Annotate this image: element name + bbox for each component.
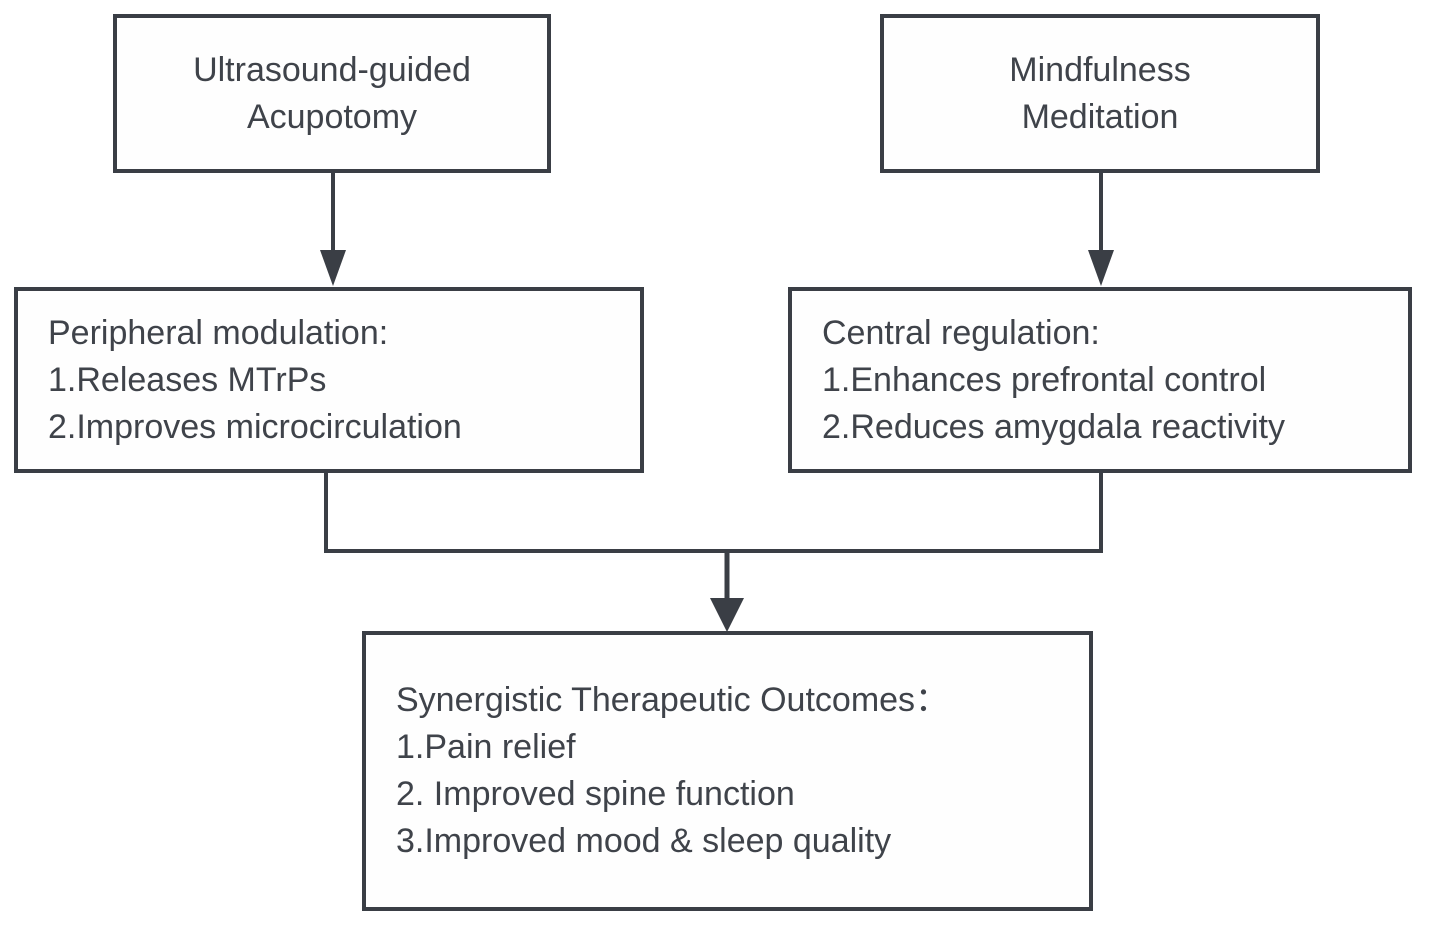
node-peripheral-modulation: Peripheral modulation: 1.Releases MTrPs …	[14, 287, 644, 473]
arrowhead-down-icon	[1088, 250, 1114, 286]
node-ultrasound-guided-acupotomy: Ultrasound-guided Acupotomy	[113, 14, 551, 173]
node-text-line: 3.Improved mood & sleep quality	[396, 822, 892, 860]
node-central-regulation: Central regulation: 1.Enhances prefronta…	[788, 287, 1412, 473]
node-text-line: Acupotomy	[246, 97, 418, 136]
node-text-line: 1.Pain relief	[396, 728, 576, 766]
arrow-acupotomy-to-peripheral	[320, 173, 346, 286]
node-synergistic-therapeutic-outcomes: Synergistic Therapeutic Outcomes： 1.Pain…	[362, 631, 1093, 911]
arrowhead-down-icon	[710, 598, 744, 632]
node-text-line: Peripheral modulation:	[48, 313, 389, 352]
connector-merge-elbow	[324, 473, 1103, 553]
node-text-line: Central regulation:	[822, 313, 1100, 352]
node-text-line: 2.Improves microcirculation	[48, 407, 462, 446]
arrow-merge-to-outcomes	[710, 549, 744, 632]
node-text-line: Meditation	[1021, 97, 1179, 136]
node-text-line: Ultrasound-guided	[193, 50, 471, 89]
node-text-line: Synergistic Therapeutic Outcomes：	[396, 681, 950, 719]
arrow-meditation-to-central	[1088, 173, 1114, 286]
node-text-line: 1.Releases MTrPs	[48, 360, 327, 399]
arrowhead-down-icon	[320, 250, 346, 286]
node-text-line: 2.Reduces amygdala reactivity	[822, 407, 1286, 446]
node-text-line: 2. Improved spine function	[396, 775, 795, 813]
node-text-line: 1.Enhances prefrontal control	[822, 360, 1267, 399]
node-text-line: Mindfulness	[1009, 50, 1191, 89]
node-mindfulness-meditation: Mindfulness Meditation	[880, 14, 1320, 173]
